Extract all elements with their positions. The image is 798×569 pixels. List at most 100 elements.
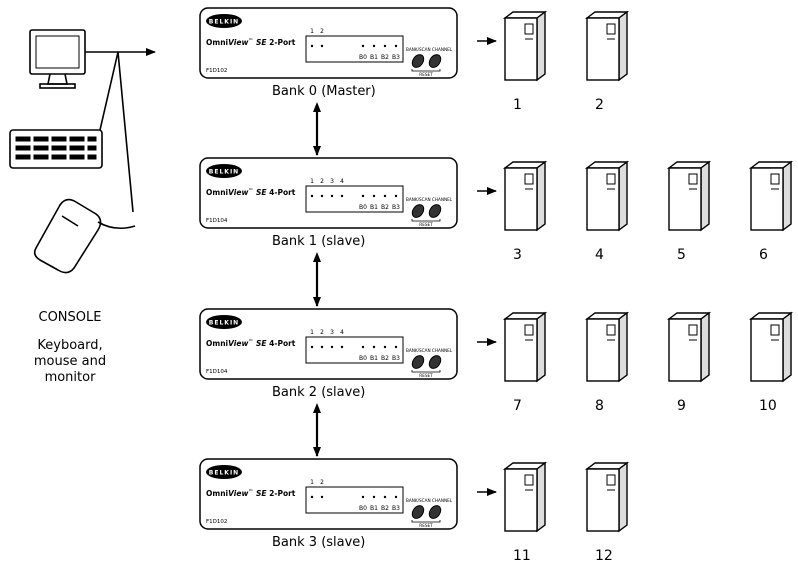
channel-button[interactable]	[427, 202, 443, 219]
bank-led-label: B0	[359, 505, 367, 512]
part-number: F1D102	[206, 519, 227, 525]
bank-led	[394, 44, 398, 48]
port-led	[310, 194, 314, 198]
keyboard-icon	[9, 129, 103, 169]
computer-tower-icon	[748, 160, 794, 232]
reset-label: RESET	[419, 72, 433, 77]
channel-button[interactable]	[427, 353, 443, 370]
computer-towers	[502, 10, 794, 533]
port-number-label: 2	[320, 479, 324, 486]
computer-number-label: 2	[595, 97, 604, 113]
bank-led	[361, 495, 365, 499]
port-led	[320, 44, 324, 48]
port-number-label: 2	[320, 28, 324, 35]
svg-text:BELKIN: BELKIN	[209, 19, 239, 26]
computer-tower-icon	[502, 10, 548, 82]
led-panel	[305, 486, 404, 514]
channel-button[interactable]	[427, 52, 443, 69]
port-number-label: 1	[310, 178, 314, 185]
computer-number-label: 6	[759, 247, 768, 263]
computer-number-label: 7	[513, 398, 522, 414]
bank-led	[394, 495, 398, 499]
bank-led	[372, 194, 376, 198]
bank-led	[372, 345, 376, 349]
computer-tower-icon	[666, 160, 712, 232]
bank-led-label: B3	[392, 204, 400, 211]
bank-led-label: B2	[381, 204, 389, 211]
port-led	[320, 345, 324, 349]
model-name: OmniView™ SE 2-Port	[206, 38, 296, 47]
computer-number-label: 9	[677, 398, 686, 414]
port-number-label: 2	[320, 329, 324, 336]
port-led	[330, 345, 334, 349]
led-panel	[305, 35, 404, 63]
computer-number-label: 5	[677, 247, 686, 263]
bank-label: Bank 3 (slave)	[272, 535, 366, 550]
bank-led-label: B3	[392, 54, 400, 61]
bank-led-label: B2	[381, 355, 389, 362]
computer-number-label: 10	[759, 398, 777, 414]
bank-scan-button[interactable]	[410, 503, 426, 520]
computer-tower-icon	[584, 160, 630, 232]
port-led	[320, 495, 324, 499]
computer-tower-icon	[502, 160, 548, 232]
port-number-label: 2	[320, 178, 324, 185]
port-led	[320, 194, 324, 198]
bank-scan-button[interactable]	[410, 52, 426, 69]
computer-tower-icon	[502, 461, 548, 533]
port-number-label: 3	[330, 178, 334, 185]
bank-led-label: B2	[381, 505, 389, 512]
channel-button[interactable]	[427, 503, 443, 520]
bank-scan-button[interactable]	[410, 202, 426, 219]
bank-led	[394, 194, 398, 198]
part-number: F1D102	[206, 68, 227, 74]
belkin-logo: BELKIN	[206, 315, 242, 329]
computer-tower-icon	[584, 311, 630, 383]
bank-led-label: B1	[370, 505, 378, 512]
model-name: OmniView™ SE 4-Port	[206, 188, 296, 197]
port-number-label: 3	[330, 329, 334, 336]
port-led	[340, 194, 344, 198]
button-label: BANK/SCAN CHANNEL	[406, 47, 453, 52]
reset-label: RESET	[419, 373, 433, 378]
mouse-icon	[33, 198, 136, 274]
belkin-logo: BELKIN	[206, 14, 242, 28]
bank-led	[383, 345, 387, 349]
port-led	[310, 44, 314, 48]
console-cables	[85, 48, 156, 213]
computer-tower-icon	[584, 461, 630, 533]
bank-led	[383, 495, 387, 499]
computer-number-label: 3	[513, 247, 522, 263]
belkin-logo: BELKIN	[206, 465, 242, 479]
connection-arrows	[313, 37, 497, 496]
console-title: CONSOLE	[38, 310, 102, 325]
port-number-label: 4	[340, 329, 344, 336]
bank-led-label: B2	[381, 54, 389, 61]
led-panel	[305, 185, 404, 213]
bank-led-label: B1	[370, 54, 378, 61]
bank-label: Bank 0 (Master)	[272, 84, 376, 99]
bank-led	[383, 194, 387, 198]
svg-text:BELKIN: BELKIN	[209, 470, 239, 477]
port-led	[310, 345, 314, 349]
reset-label: RESET	[419, 523, 433, 528]
bank-led-label: B0	[359, 54, 367, 61]
model-name: OmniView™ SE 4-Port	[206, 339, 296, 348]
computer-tower-icon	[584, 10, 630, 82]
port-led	[330, 194, 334, 198]
bank-led	[372, 495, 376, 499]
bank-scan-button[interactable]	[410, 353, 426, 370]
bank-led-label: B0	[359, 355, 367, 362]
belkin-logo: BELKIN	[206, 164, 242, 178]
computer-number-label: 12	[595, 548, 613, 564]
button-label: BANK/SCAN CHANNEL	[406, 197, 453, 202]
computer-number-label: 1	[513, 97, 522, 113]
bank-led-label: B0	[359, 204, 367, 211]
bank-led	[361, 194, 365, 198]
port-led	[310, 495, 314, 499]
computer-tower-icon	[666, 311, 712, 383]
